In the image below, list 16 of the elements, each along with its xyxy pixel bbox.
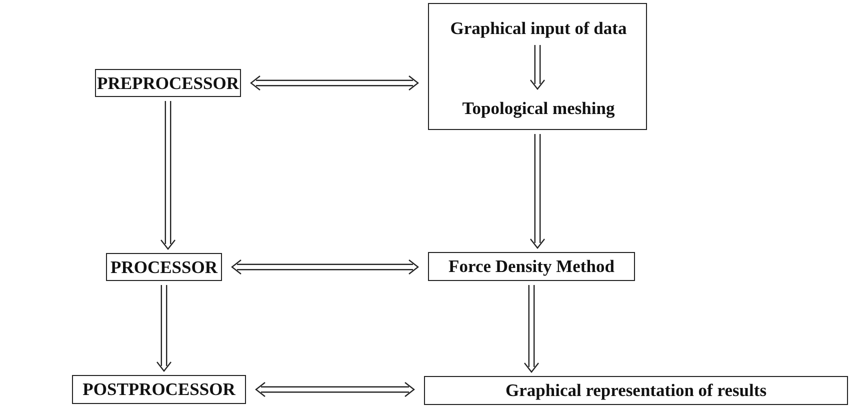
double-arrow	[160, 100, 176, 250]
process-box: PREPROCESSOR	[95, 69, 241, 97]
process-box: PROCESSOR	[106, 253, 222, 281]
double-arrow	[530, 44, 546, 90]
group-box	[428, 3, 647, 130]
double-arrow	[156, 284, 172, 372]
double-arrow	[530, 133, 546, 249]
process-box: Graphical representation of results	[424, 376, 848, 405]
process-box: Force Density Method	[428, 252, 635, 281]
double-arrow	[524, 284, 540, 373]
process-text: Topological meshing	[433, 94, 644, 122]
double-arrow	[255, 382, 415, 398]
double-arrow	[231, 259, 419, 275]
process-text: Graphical input of data	[433, 14, 644, 42]
process-box: POSTPROCESSOR	[72, 375, 246, 404]
double-arrow	[250, 75, 419, 91]
